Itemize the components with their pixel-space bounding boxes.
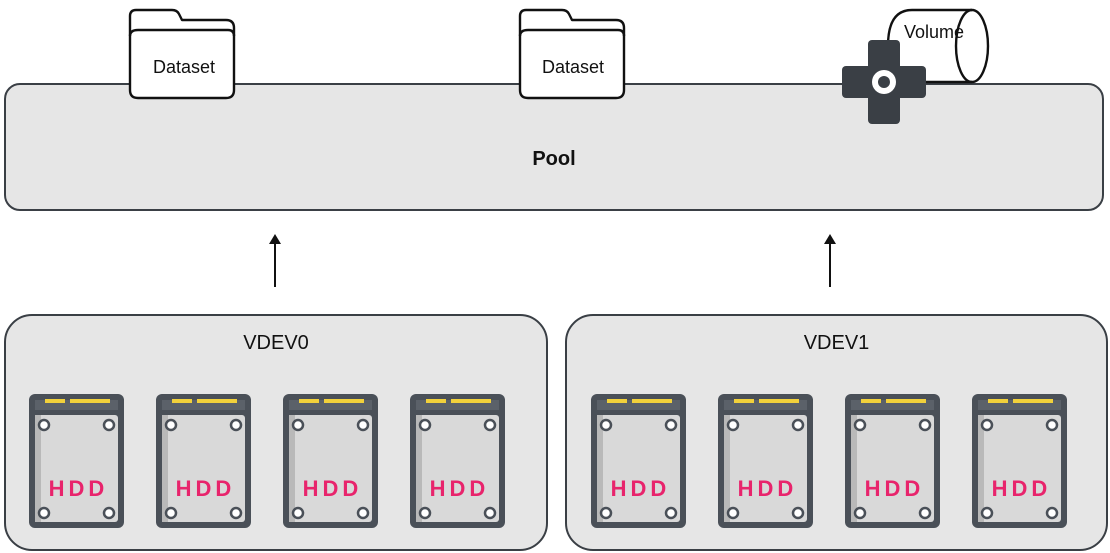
dataset-label: Dataset: [541, 57, 605, 77]
pool-label: Pool: [532, 148, 576, 170]
arrow-up-icon: [824, 234, 836, 287]
hdd-icon: [283, 394, 378, 528]
volume-label: Volume: [904, 22, 965, 42]
hdd-icon: [156, 394, 251, 528]
hdd-label: HDD: [610, 476, 671, 501]
hdd-label: HDD: [864, 476, 925, 501]
dataset-label: Dataset: [152, 57, 216, 77]
hdd-icon: [410, 394, 505, 528]
hdd-icon: [718, 394, 813, 528]
hdd-label: HDD: [429, 476, 490, 501]
folder-icon: [518, 8, 626, 100]
vdev-label: VDEV1: [803, 332, 870, 354]
folder-icon: [128, 8, 236, 100]
vdev-label: VDEV0: [243, 332, 309, 354]
hdd-icon: [972, 394, 1067, 528]
arrow-up-icon: [269, 234, 281, 287]
hdd-icon: [29, 394, 124, 528]
hdd-icon: [845, 394, 940, 528]
hdd-icon: [591, 394, 686, 528]
hdd-label: HDD: [175, 476, 236, 501]
hdd-label: HDD: [991, 476, 1052, 501]
hdd-label: HDD: [737, 476, 798, 501]
hdd-label: HDD: [48, 476, 109, 501]
volume-icon: [842, 8, 990, 124]
hdd-label: HDD: [302, 476, 363, 501]
